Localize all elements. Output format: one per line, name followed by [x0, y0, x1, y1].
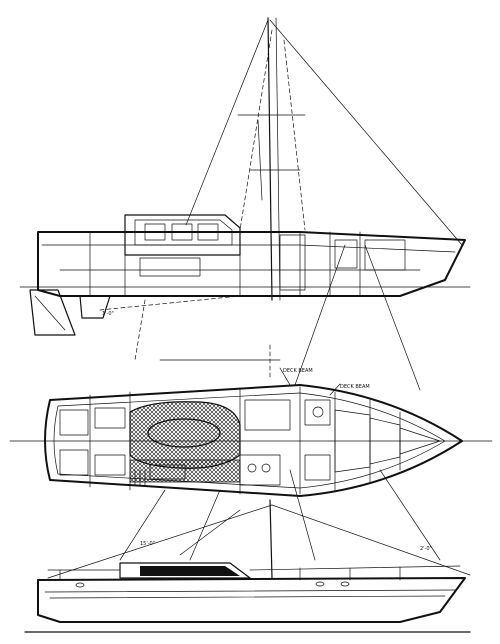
- cabin-windows: [140, 566, 240, 576]
- profile-view: [19, 17, 471, 361]
- backstay: [185, 19, 269, 226]
- hull-profile: [37, 231, 466, 297]
- deckhouse-exterior: [119, 562, 251, 579]
- keel: [29, 289, 76, 336]
- construction-lines: [119, 244, 441, 561]
- dimension-label-3: 2'-0": [420, 546, 432, 552]
- accommodation-plan: DECK BEAM DECK BEAM: [9, 367, 493, 497]
- deckhouse: [124, 214, 241, 256]
- hull-exterior: [37, 577, 466, 623]
- exterior-profile: [24, 499, 471, 633]
- rudder: [79, 295, 111, 319]
- dimension-label-1: 1'-0": [102, 311, 114, 317]
- dimension-label-2: 15'-0": [140, 541, 155, 547]
- deck-hatched-area: [129, 401, 241, 469]
- galley: [239, 454, 281, 486]
- plan-note-left: DECK BEAM: [283, 368, 313, 374]
- forestay: [269, 19, 463, 246]
- cockpit-well: [147, 418, 221, 448]
- plan-note-right: DECK BEAM: [340, 384, 370, 390]
- mast: [267, 17, 273, 301]
- hull-plan-outline: [44, 384, 463, 497]
